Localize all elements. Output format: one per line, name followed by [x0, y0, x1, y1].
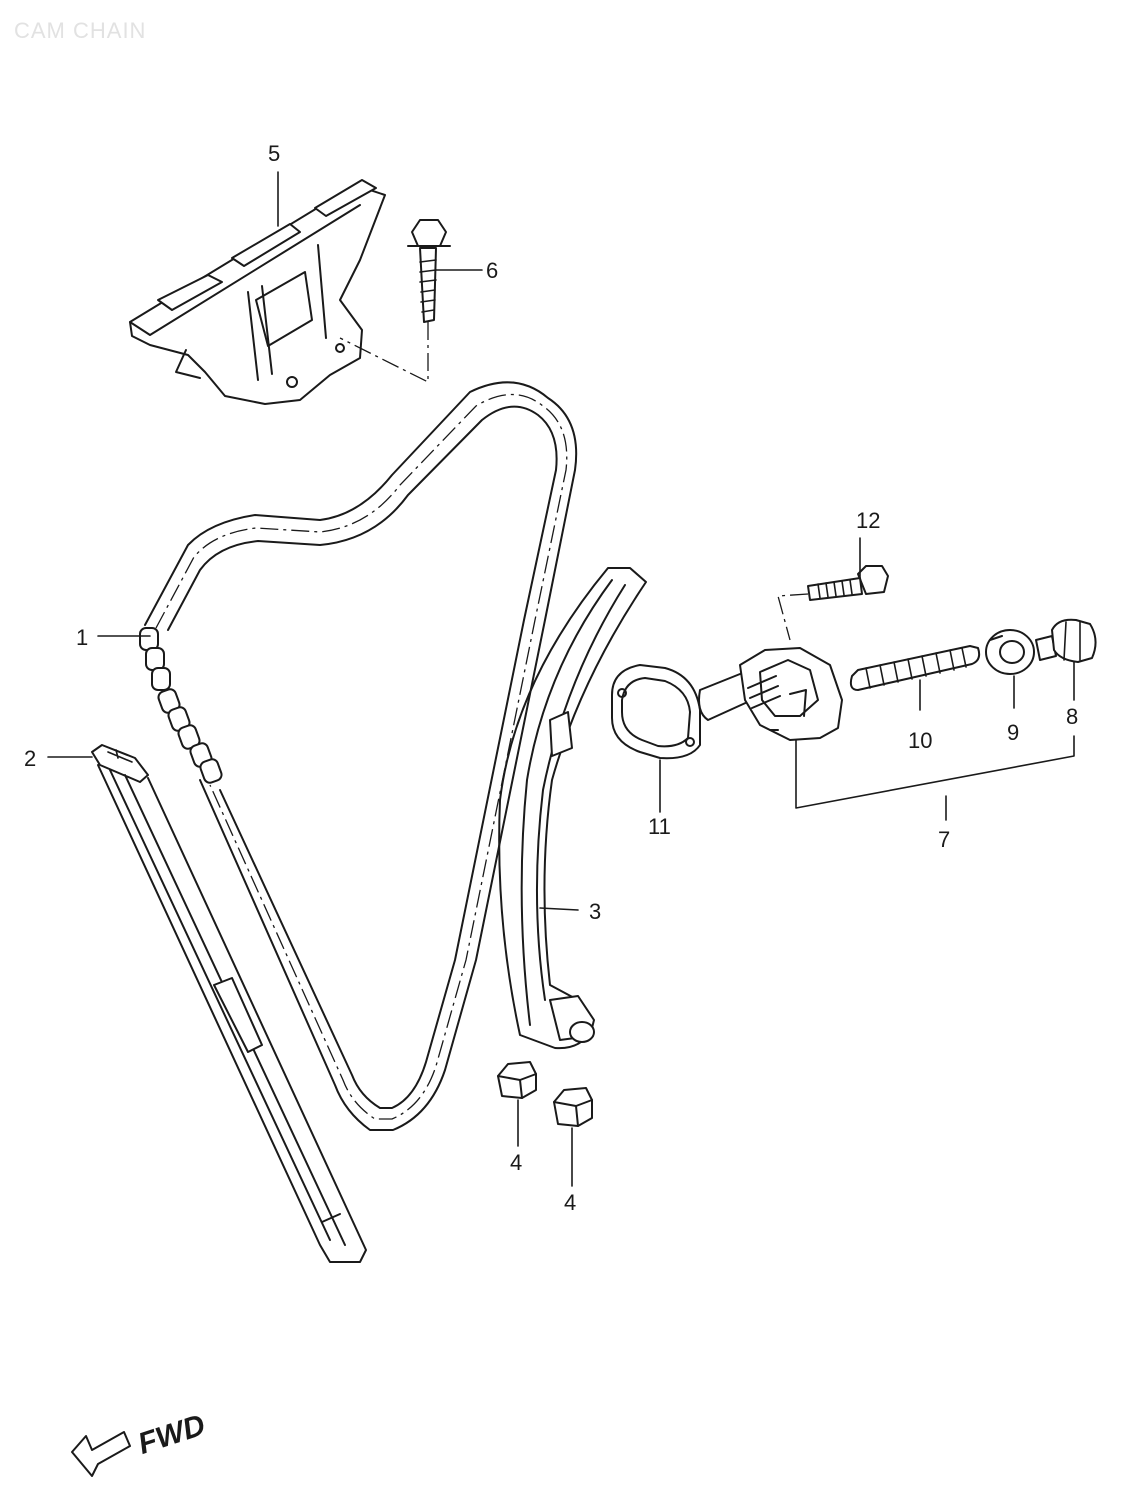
callout-11: 11: [648, 814, 671, 839]
callout-4a: 4: [510, 1150, 522, 1175]
forward-direction-indicator: FWD: [71, 1408, 209, 1477]
chain-links: [139, 627, 223, 784]
tensioner-cap: [1035, 618, 1097, 663]
tensioner-gasket: [611, 664, 701, 760]
tensioner-spring: [849, 645, 981, 691]
callout-10: 10: [908, 728, 932, 753]
callout-1: 1: [76, 625, 88, 650]
left-arrow-icon: [71, 1431, 131, 1477]
callout-4b: 4: [564, 1190, 576, 1215]
damper-block-1: [497, 1061, 537, 1099]
diagram-title: CAM CHAIN: [14, 18, 147, 43]
front-chain-guide: [91, 744, 367, 1263]
callout-3: 3: [589, 899, 601, 924]
rear-chain-guide: [498, 567, 647, 1050]
callout-8: 8: [1066, 704, 1078, 729]
tensioner-washer: [985, 629, 1035, 675]
callout-7: 7: [938, 827, 950, 852]
leader-lines: [47, 171, 1075, 1187]
callout-labels: 1 2 3 4 4 5 6 7 8 9 10 11 12: [24, 141, 1078, 1215]
cam-chain-tensioner: [698, 647, 843, 741]
callout-5: 5: [268, 141, 280, 166]
callout-12: 12: [856, 508, 880, 533]
fwd-label: FWD: [134, 1408, 209, 1460]
damper-block-2: [553, 1087, 593, 1127]
callout-9: 9: [1007, 720, 1019, 745]
guide-bolt: [339, 219, 451, 384]
callout-2: 2: [24, 746, 36, 771]
upper-chain-guide: [129, 179, 386, 405]
callout-6: 6: [486, 258, 498, 283]
cam-chain: [139, 381, 578, 1131]
tensioner-bolt: [777, 565, 889, 641]
